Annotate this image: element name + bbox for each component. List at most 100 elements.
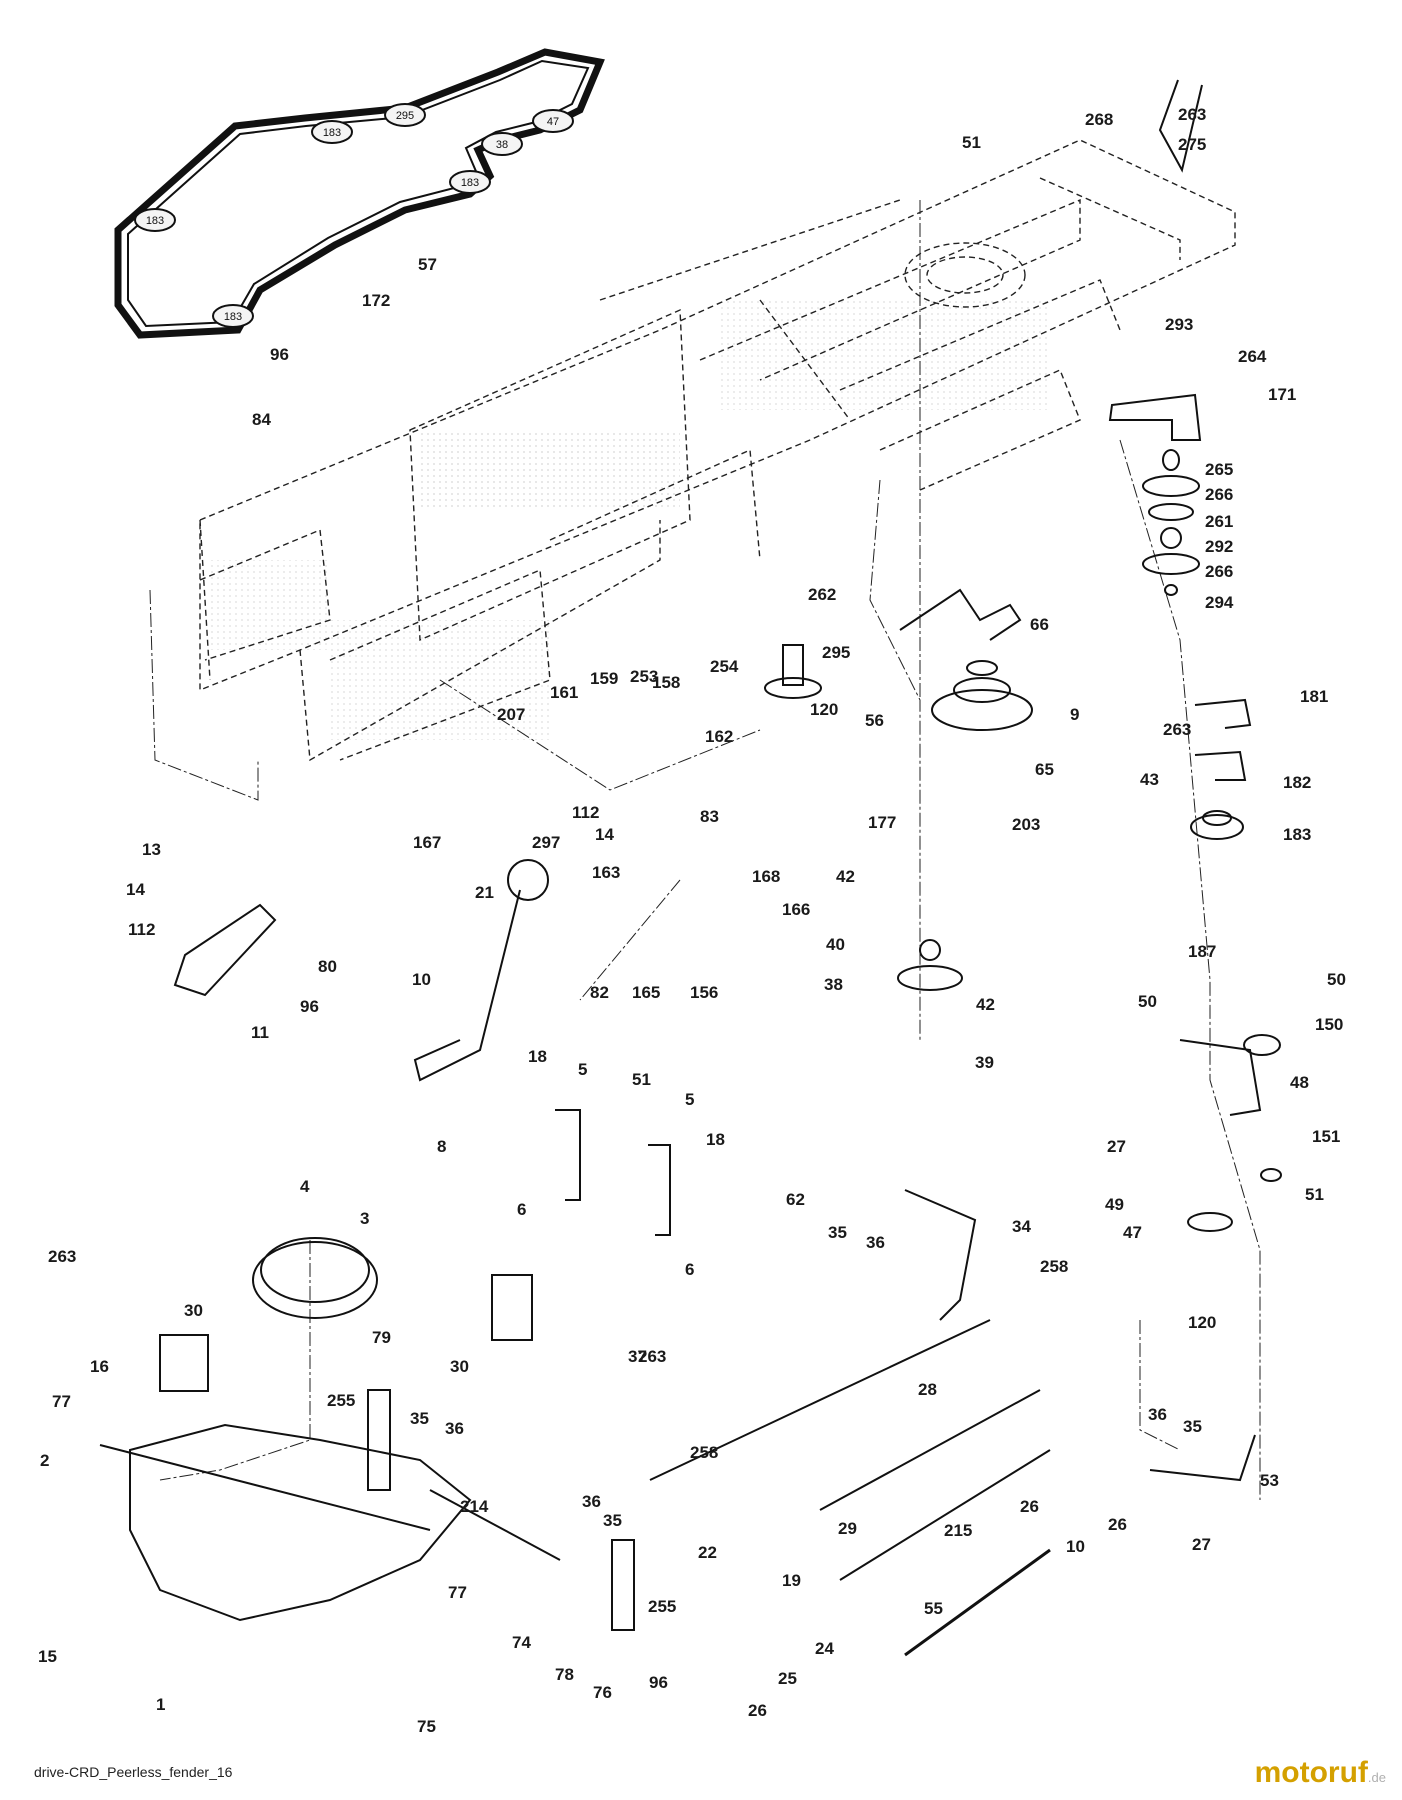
part-label: 168: [752, 867, 780, 886]
part-label: 26: [748, 1701, 767, 1720]
belt-pulley-labels: 295 47 183 38 183 183 183: [146, 110, 559, 323]
part-label: 156: [690, 983, 718, 1002]
part-label: 37: [628, 1347, 647, 1366]
part-label: 167: [413, 833, 441, 852]
part-label: 258: [1040, 1257, 1068, 1276]
brand-suffix: .de: [1367, 1770, 1386, 1785]
part-label: 6: [685, 1260, 694, 1279]
part-label: 165: [632, 983, 660, 1002]
part-label: 5: [578, 1060, 587, 1079]
part-label: 74: [512, 1633, 531, 1652]
part-label: 77: [448, 1583, 467, 1602]
part-label: 11: [251, 1023, 269, 1042]
part-label: 50: [1327, 970, 1346, 989]
part-label: 51: [632, 1070, 651, 1089]
part-label: 43: [1140, 770, 1159, 789]
part-label: 263: [638, 1347, 666, 1366]
part-label: 254: [710, 657, 739, 676]
part-label: 266: [1205, 485, 1233, 504]
chassis-holes: [210, 300, 1050, 740]
belt-label: 183: [323, 127, 341, 139]
part-label: 75: [417, 1717, 436, 1736]
part-label: 21: [475, 883, 494, 902]
part-label: 161: [550, 683, 578, 702]
part-label: 42: [836, 867, 855, 886]
part-label: 35: [828, 1223, 847, 1242]
part-label: 24: [815, 1639, 834, 1658]
belt-label: 295: [396, 110, 414, 122]
part-label: 36: [1148, 1405, 1167, 1424]
part-label: 275: [1178, 135, 1206, 154]
part-label: 255: [648, 1597, 676, 1616]
part-label: 15: [38, 1647, 57, 1666]
part-label: 18: [706, 1130, 725, 1149]
part-label: 263: [48, 1247, 76, 1266]
part-label: 36: [445, 1419, 464, 1438]
part-labels: 268 263 275 51 57 96 172 293 264 171 84 …: [38, 105, 1346, 1736]
part-label: 2: [40, 1451, 49, 1470]
part-label: 14: [126, 880, 145, 899]
part-label: 3: [360, 1209, 369, 1228]
part-label: 40: [826, 935, 845, 954]
part-label: 96: [270, 345, 289, 364]
part-label: 39: [975, 1053, 994, 1072]
part-label: 28: [918, 1380, 937, 1399]
part-label: 42: [976, 995, 995, 1014]
part-label: 182: [1283, 773, 1311, 792]
part-label: 50: [1138, 992, 1157, 1011]
belt-pulley-markers: [134, 103, 574, 328]
brand-logo[interactable]: motoruf.de: [1255, 1756, 1386, 1790]
belt-label: 183: [461, 177, 479, 189]
part-label: 163: [592, 863, 620, 882]
brand-name: motoruf: [1254, 1756, 1368, 1789]
part-label: 162: [705, 727, 733, 746]
part-label: 297: [532, 833, 560, 852]
part-label: 266: [1205, 562, 1233, 581]
parts-drawing: [99, 79, 1282, 1657]
part-label: 158: [652, 673, 680, 692]
part-label: 84: [252, 410, 271, 429]
part-label: 9: [1070, 705, 1079, 724]
part-label: 112: [128, 920, 155, 939]
part-label: 80: [318, 957, 337, 976]
part-label: 27: [1192, 1535, 1211, 1554]
part-label: 51: [1305, 1185, 1324, 1204]
part-label: 14: [595, 825, 614, 844]
part-label: 150: [1315, 1015, 1343, 1034]
part-label: 1: [156, 1695, 165, 1714]
part-label: 13: [142, 840, 161, 859]
part-label: 171: [1268, 385, 1296, 404]
part-label: 112: [572, 803, 599, 822]
part-label: 187: [1188, 942, 1216, 961]
part-label: 203: [1012, 815, 1040, 834]
part-label: 49: [1105, 1195, 1124, 1214]
part-label: 96: [649, 1673, 668, 1692]
part-label: 65: [1035, 760, 1054, 779]
part-label: 151: [1312, 1127, 1340, 1146]
drive-belt: [114, 48, 605, 339]
part-label: 263: [1178, 105, 1206, 124]
part-label: 159: [590, 669, 618, 688]
part-label: 76: [593, 1683, 612, 1702]
part-label: 261: [1205, 512, 1233, 531]
part-label: 29: [838, 1519, 857, 1538]
part-label: 253: [630, 667, 658, 686]
part-label: 177: [868, 813, 896, 832]
part-label: 51: [962, 133, 981, 152]
part-label: 30: [184, 1301, 203, 1320]
part-label: 25: [778, 1669, 797, 1688]
diagram-caption: drive-CRD_Peerless_fender_16: [34, 1764, 233, 1780]
part-label: 214: [460, 1497, 489, 1516]
part-label: 258: [690, 1443, 718, 1462]
part-label: 66: [1030, 615, 1049, 634]
part-label: 294: [1205, 593, 1234, 612]
part-label: 255: [327, 1391, 355, 1410]
part-label: 262: [808, 585, 836, 604]
part-label: 18: [528, 1047, 547, 1066]
part-label: 5: [685, 1090, 694, 1109]
part-label: 10: [1066, 1537, 1085, 1556]
part-label: 35: [603, 1511, 622, 1530]
belt-label: 38: [496, 139, 508, 151]
part-label: 57: [418, 255, 437, 274]
